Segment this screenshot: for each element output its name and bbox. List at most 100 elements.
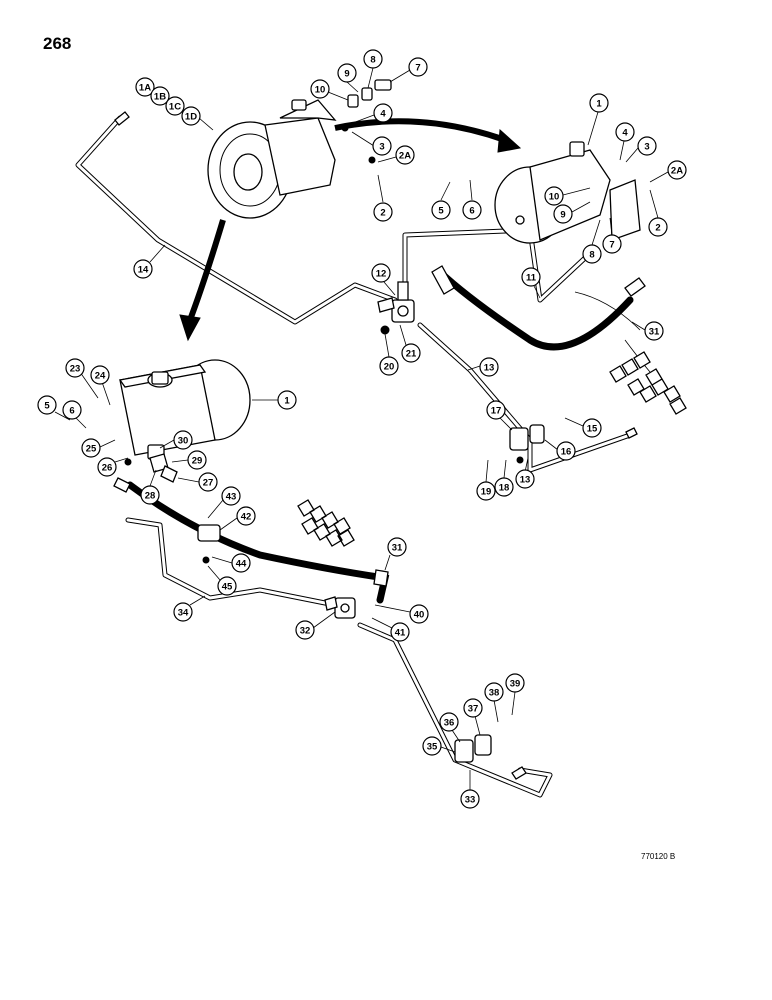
callout-31-upper: 31 xyxy=(631,321,664,341)
callout-36: 36 xyxy=(439,712,461,743)
callout-5-lower: 5 xyxy=(37,395,71,421)
callout-45: 45 xyxy=(207,565,237,596)
svg-text:33: 33 xyxy=(465,795,476,806)
svg-text:2A: 2A xyxy=(399,151,411,162)
svg-text:21: 21 xyxy=(406,349,417,360)
booster-assembly-top xyxy=(207,99,337,219)
callout-19: 19 xyxy=(476,459,496,501)
callout-2-top: 2 xyxy=(373,174,393,222)
callout-44: 44 xyxy=(211,553,251,573)
callout-16: 16 xyxy=(544,439,576,461)
callout-13-upper: 13 xyxy=(467,357,499,377)
callout-12: 12 xyxy=(371,263,396,296)
callout-43: 43 xyxy=(207,486,241,519)
svg-text:18: 18 xyxy=(499,483,510,494)
svg-text:11: 11 xyxy=(526,273,537,284)
callout-32: 32 xyxy=(295,611,336,640)
svg-text:7: 7 xyxy=(609,240,614,251)
callout-7-right: 7 xyxy=(602,217,622,254)
callout-8-right: 8 xyxy=(582,219,602,264)
svg-text:1D: 1D xyxy=(185,112,197,123)
callout-25: 25 xyxy=(81,438,116,458)
callout-37: 37 xyxy=(463,698,483,736)
svg-text:44: 44 xyxy=(236,559,247,570)
svg-text:8: 8 xyxy=(589,250,594,261)
callout-8-top: 8 xyxy=(363,49,383,89)
svg-text:40: 40 xyxy=(414,610,425,621)
svg-text:6: 6 xyxy=(69,406,74,417)
callout-5-right: 5 xyxy=(431,181,451,220)
callout-4-right: 4 xyxy=(615,122,635,161)
callout-3-right: 3 xyxy=(625,136,657,163)
svg-text:28: 28 xyxy=(145,491,156,502)
svg-text:31: 31 xyxy=(649,327,660,338)
reference-code: 770120 B xyxy=(641,852,676,861)
brake-tube-33 xyxy=(357,622,553,798)
svg-text:5: 5 xyxy=(44,401,50,412)
callout-6-right: 6 xyxy=(462,179,482,220)
svg-text:34: 34 xyxy=(178,608,189,619)
svg-text:45: 45 xyxy=(222,582,233,593)
callout-17: 17 xyxy=(486,400,513,431)
svg-text:1: 1 xyxy=(284,396,290,407)
svg-text:3: 3 xyxy=(644,142,649,153)
callout-1-right: 1 xyxy=(587,93,609,146)
svg-text:17: 17 xyxy=(491,406,502,417)
callout-1A: 1A xyxy=(135,77,155,97)
svg-text:25: 25 xyxy=(86,444,97,455)
callout-11: 11 xyxy=(521,267,541,299)
svg-text:35: 35 xyxy=(427,742,438,753)
svg-text:9: 9 xyxy=(560,210,565,221)
svg-text:3: 3 xyxy=(379,142,384,153)
svg-text:10: 10 xyxy=(549,192,560,203)
callout-34: 34 xyxy=(173,595,206,622)
callout-38: 38 xyxy=(484,682,504,723)
svg-text:4: 4 xyxy=(622,128,628,139)
callout-24: 24 xyxy=(90,365,111,406)
svg-text:14: 14 xyxy=(138,265,149,276)
callout-20: 20 xyxy=(379,333,399,376)
svg-text:1C: 1C xyxy=(169,102,181,113)
svg-text:27: 27 xyxy=(203,478,214,489)
callout-1-lower: 1 xyxy=(252,390,297,410)
svg-text:1A: 1A xyxy=(139,83,151,94)
master-cylinder-right xyxy=(494,141,641,244)
svg-text:23: 23 xyxy=(70,364,81,375)
svg-text:2: 2 xyxy=(655,223,660,234)
spring-guard-lower xyxy=(297,499,355,547)
brake-tube-14 xyxy=(75,111,398,325)
svg-text:30: 30 xyxy=(178,436,189,447)
callout-28: 28 xyxy=(140,469,160,505)
callout-41: 41 xyxy=(371,617,410,642)
svg-text:12: 12 xyxy=(376,269,387,280)
svg-text:42: 42 xyxy=(241,512,252,523)
svg-text:29: 29 xyxy=(192,456,203,467)
svg-text:7: 7 xyxy=(415,63,420,74)
svg-text:1B: 1B xyxy=(154,92,166,103)
svg-text:36: 36 xyxy=(444,718,455,729)
fitting-group-lower-cylinder xyxy=(124,453,178,483)
svg-text:43: 43 xyxy=(226,492,237,503)
callout-1D: 1D xyxy=(181,106,214,131)
callout-7-top: 7 xyxy=(389,57,428,83)
callout-15: 15 xyxy=(564,417,602,438)
tube-clip-36-37 xyxy=(454,734,492,763)
callout-6-lower: 6 xyxy=(62,400,87,429)
svg-text:26: 26 xyxy=(102,463,113,474)
callout-35: 35 xyxy=(422,736,456,756)
master-cylinder-lower xyxy=(118,359,251,460)
svg-text:4: 4 xyxy=(380,109,386,120)
brake-tube-11 xyxy=(402,227,588,303)
tee-fitting xyxy=(377,281,415,335)
svg-text:2A: 2A xyxy=(671,166,683,177)
callout-21: 21 xyxy=(399,324,421,363)
page-number: 268 xyxy=(43,34,72,53)
callout-1C: 1C xyxy=(165,96,185,116)
callout-23: 23 xyxy=(65,358,99,399)
svg-text:31: 31 xyxy=(392,543,403,554)
svg-text:32: 32 xyxy=(300,626,311,637)
svg-text:41: 41 xyxy=(395,628,406,639)
spring-guard-upper xyxy=(609,351,687,415)
